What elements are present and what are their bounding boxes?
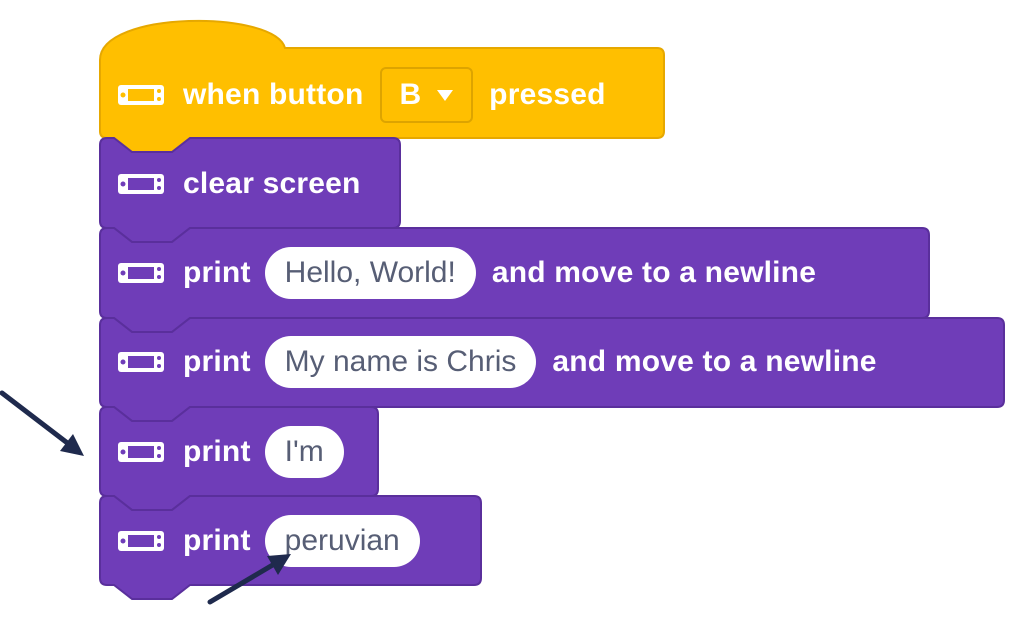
newline-label: and move to a newline <box>552 345 877 378</box>
device-screen-icon <box>118 263 164 283</box>
print-label: print <box>183 435 251 468</box>
text-input[interactable]: I'm <box>264 426 344 478</box>
arrow-icon <box>0 390 84 456</box>
print-block[interactable]: print My name is Chris and move to a new… <box>117 332 877 392</box>
button-dropdown[interactable]: B <box>379 67 474 123</box>
device-screen-icon <box>118 352 164 372</box>
print-block[interactable]: print Hello, World! and move to a newlin… <box>117 243 816 303</box>
button-dropdown-value: B <box>399 78 422 111</box>
text-input[interactable]: peruvian <box>264 515 420 567</box>
arrow-icon <box>207 554 291 605</box>
print-label: print <box>183 256 251 289</box>
device-screen-icon <box>118 85 164 105</box>
device-screen-icon <box>118 442 164 462</box>
print-block[interactable]: print peruvian <box>117 511 436 571</box>
print-block[interactable]: print I'm <box>117 422 360 482</box>
hat-prefix-label: when button <box>183 78 364 111</box>
print-label: print <box>183 524 251 557</box>
chevron-down-icon <box>437 89 454 101</box>
clear-screen-label: clear screen <box>183 167 361 200</box>
text-input[interactable]: Hello, World! <box>264 247 476 299</box>
clear-screen-block[interactable]: clear screen <box>117 154 361 214</box>
hat-suffix-label: pressed <box>489 78 606 111</box>
hat-block[interactable]: when button B pressed <box>117 65 606 125</box>
device-screen-icon <box>118 531 164 551</box>
newline-label: and move to a newline <box>491 256 817 289</box>
print-label: print <box>183 345 251 378</box>
text-input[interactable]: My name is Chris <box>264 336 537 388</box>
device-screen-icon <box>118 174 164 194</box>
